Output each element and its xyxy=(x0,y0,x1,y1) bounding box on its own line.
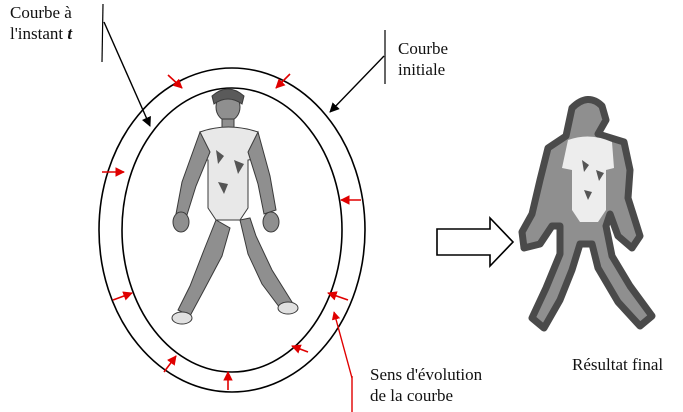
label-curve-t-line1: Courbe à xyxy=(10,2,72,23)
evolution-arrow xyxy=(113,293,132,300)
label-evolution-line1: Sens d'évolution xyxy=(370,364,482,385)
label-curve-t-line2: l'instant t xyxy=(10,23,72,44)
label-initial-line1: Courbe xyxy=(398,38,448,59)
label-initial-curve: Courbe initiale xyxy=(398,38,448,80)
label-result-text: Résultat final xyxy=(572,354,663,375)
label-curve-t-variable: t xyxy=(67,24,72,43)
pointer-curve-t xyxy=(102,4,103,62)
evolution-arrow xyxy=(276,74,290,88)
label-evolution-direction: Sens d'évolution de la courbe xyxy=(370,364,482,406)
label-initial-line2: initiale xyxy=(398,59,448,80)
result-arrow xyxy=(437,218,513,266)
pointer-evolution-arrow xyxy=(334,312,352,378)
label-curve-t-text: l'instant xyxy=(10,24,63,43)
evolution-arrow xyxy=(292,346,308,352)
figure-left xyxy=(172,89,298,324)
pointer-curve-t-arrow xyxy=(104,22,150,126)
evolution-arrow xyxy=(164,356,176,372)
label-final-result: Résultat final xyxy=(572,354,663,375)
pointer-initial-arrow xyxy=(330,56,384,112)
label-curve-at-instant: Courbe à l'instant t xyxy=(10,2,72,44)
label-evolution-line2: de la courbe xyxy=(370,385,482,406)
evolution-arrow xyxy=(328,293,348,300)
figure-right xyxy=(522,99,652,328)
